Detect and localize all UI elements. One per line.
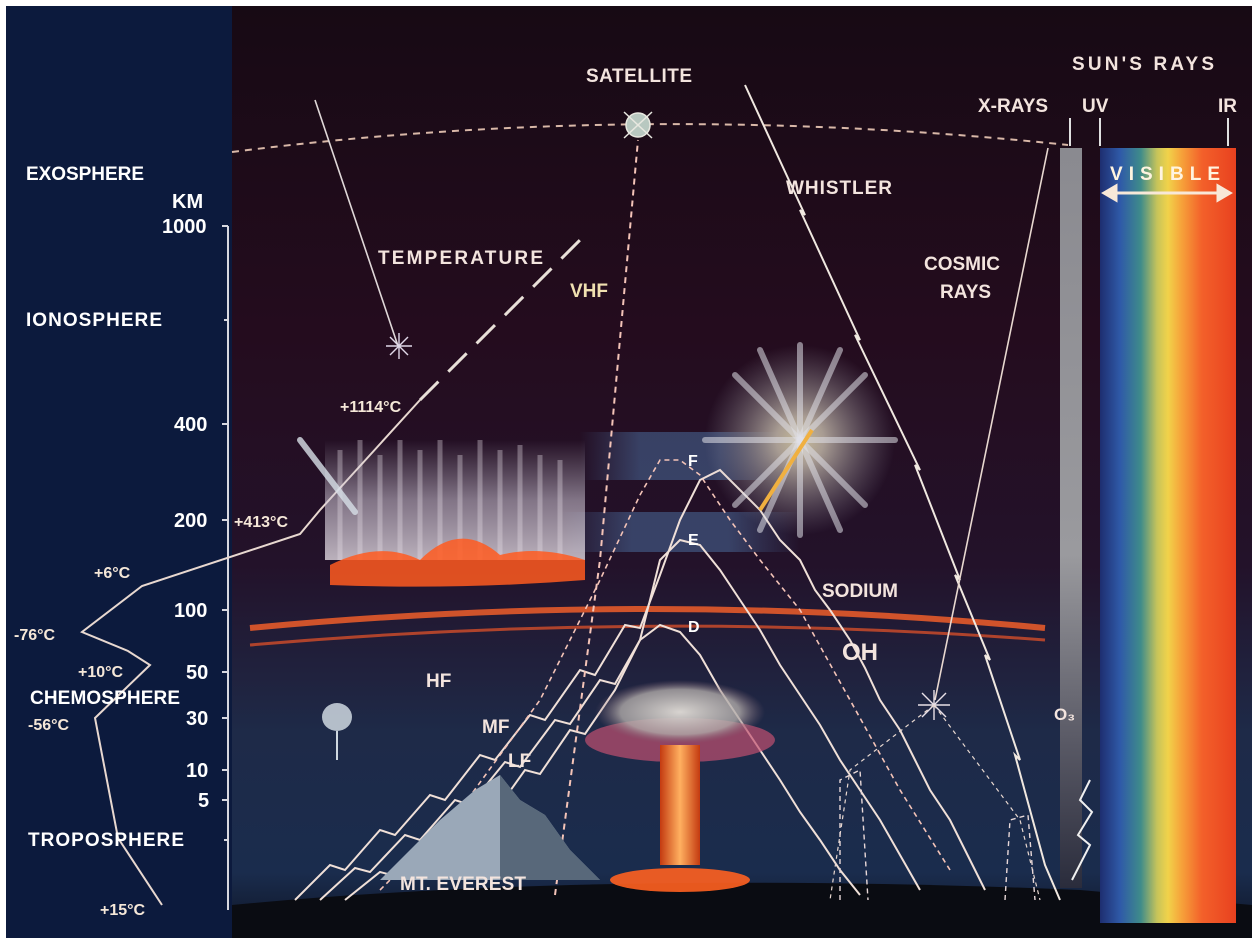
mountain-shadow xyxy=(500,775,600,880)
label-sodium: SODIUM xyxy=(822,581,898,602)
label-temperature: TEMPERATURE xyxy=(378,248,543,269)
altitude-tick-label: 30 xyxy=(186,708,208,730)
label-satellite: SATELLITE xyxy=(586,66,692,87)
label-rays: RAYS xyxy=(940,282,991,303)
meteor-streak xyxy=(297,437,358,515)
altitude-tick-label: 200 xyxy=(174,510,207,532)
cosmic-shower xyxy=(829,704,935,901)
label-hf: HF xyxy=(426,671,451,692)
ground xyxy=(232,882,1252,938)
f-layer-ray xyxy=(379,459,951,891)
temp-200km: +413°C xyxy=(234,514,288,531)
rocket-trace-2 xyxy=(1004,814,1036,901)
aurora xyxy=(325,440,585,587)
altitude-tick-label: 1000 xyxy=(162,216,207,238)
label-ozone: O₃ xyxy=(1054,705,1075,724)
visible-range-arrow xyxy=(1101,183,1233,203)
label-layer-f: F xyxy=(688,453,698,470)
label-ionosphere: IONOSPHERE xyxy=(26,310,162,331)
visible-spectrum xyxy=(1100,148,1236,923)
vhf-path xyxy=(554,139,639,896)
temp-surface: +15°C xyxy=(100,902,146,919)
ozone-bar xyxy=(1060,148,1082,888)
label-exosphere: EXOSPHERE xyxy=(26,164,144,185)
label-ir: IR xyxy=(1218,96,1237,117)
lightning-icon xyxy=(1071,779,1094,881)
label-troposphere: TROPOSPHERE xyxy=(28,830,184,851)
meteor-trail xyxy=(314,99,399,347)
label-chemosphere: CHEMOSPHERE xyxy=(30,688,180,709)
balloon-icon xyxy=(322,703,352,760)
temp-tropopause: -56°C xyxy=(28,717,70,734)
label-vhf: VHF xyxy=(570,281,608,302)
label-cosmic: COSMIC xyxy=(924,254,1000,275)
mf-path xyxy=(319,538,921,901)
label-layer-d: D xyxy=(688,619,700,636)
temp-stratopause: +10°C xyxy=(78,664,124,681)
label-everest: MT. EVEREST xyxy=(400,874,526,895)
label-lf: LF xyxy=(508,751,531,772)
temp-lower-thermo: +6°C xyxy=(94,565,131,582)
label-whistler: WHISTLER xyxy=(786,178,892,199)
meteor-burst-icon xyxy=(386,333,412,359)
cosmic-ray-line xyxy=(934,147,1049,701)
altitude-tick-label: 50 xyxy=(186,662,208,684)
label-uv: UV xyxy=(1082,96,1109,117)
satellite-orbit xyxy=(231,123,1069,153)
altitude-tick-label: 400 xyxy=(174,414,207,436)
temp-high: +1114°C xyxy=(340,399,402,416)
solar-burst xyxy=(702,342,898,538)
altitude-tick-label: 100 xyxy=(174,600,207,622)
altitude-tick-label: 5 xyxy=(198,790,209,812)
temp-mesopause: -76°C xyxy=(14,627,56,644)
oh-layer xyxy=(249,624,1046,647)
hf-path xyxy=(294,468,986,901)
temperature-curve xyxy=(80,399,421,906)
label-layer-e: E xyxy=(688,532,699,549)
mushroom-cloud xyxy=(585,680,775,892)
label-mf: MF xyxy=(482,717,509,738)
altitude-ticks xyxy=(222,225,228,841)
label-xrays: X-RAYS xyxy=(978,96,1048,117)
rocket-trace-1 xyxy=(839,768,869,901)
left-panel xyxy=(6,6,232,938)
axis-unit: KM xyxy=(172,191,203,213)
satellite-icon xyxy=(623,111,653,139)
altitude-tick-label: 10 xyxy=(186,760,208,782)
label-oh: OH xyxy=(842,639,878,666)
